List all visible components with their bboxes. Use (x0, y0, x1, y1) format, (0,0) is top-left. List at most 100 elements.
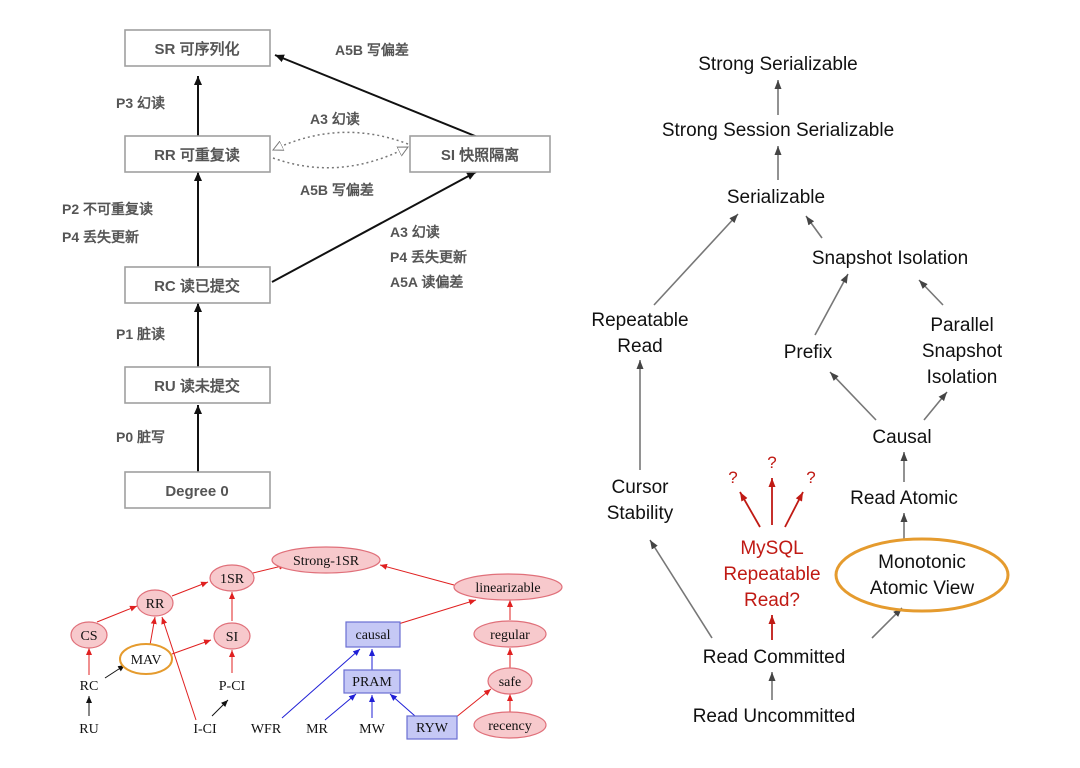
edge-mav-rr (149, 616, 157, 646)
node-rr (136, 589, 174, 617)
edge-label-rc-si-1: A3 幻读 (390, 224, 440, 240)
label-si: SI 快照隔离 (441, 146, 519, 164)
label-pci: P-CI (219, 679, 246, 694)
edge-ryw-pram (389, 693, 416, 717)
node-mysql-rr-line3: Read? (744, 590, 800, 611)
label-ru: RU (79, 722, 98, 737)
box-degree0 (124, 471, 271, 509)
question-mark-2: ? (767, 453, 776, 472)
edge-ryw-safe (454, 688, 492, 719)
box-rr (124, 135, 271, 173)
edge-label-rc-si-2: P4 丢失更新 (390, 249, 467, 265)
arrow-mysql-q3 (784, 491, 804, 528)
edge-mr-pram (324, 693, 357, 721)
node-serializable: Serializable (727, 187, 825, 208)
node-read-atomic: Read Atomic (850, 488, 958, 509)
box-sr (124, 29, 271, 67)
edge-label-si-rr: A3 幻读 (310, 111, 360, 127)
edge-ici-rr (161, 616, 197, 721)
bottom-diagram: Strong-1SR 1SR RR CS SI MAV linearizable… (70, 546, 563, 740)
edge-wfr-causal (281, 648, 361, 719)
label-rr: RR 可重复读 (154, 146, 240, 164)
right-diagram: Strong Serializable Strong Session Seria… (591, 54, 1010, 727)
node-repeatable-read-line1: Repeatable (591, 310, 688, 331)
edge-label-rr-sr: P3 幻读 (116, 95, 165, 111)
arrow-causal-par (923, 391, 948, 421)
left-diagram: SR 可序列化 RR 可重复读 SI 快照隔离 RC 读已提交 RU 读未提交 … (62, 29, 551, 509)
node-ryw (406, 715, 458, 740)
box-si (409, 135, 551, 173)
label-wfr: WFR (251, 722, 282, 737)
edge-si-rr-dotted (273, 131, 409, 150)
node-read-uncommitted: Read Uncommitted (693, 706, 856, 727)
label-safe: safe (499, 675, 522, 690)
label-1sr: 1SR (220, 572, 245, 587)
edge-mav-si (171, 639, 212, 655)
edge-label-rr-si: A5B 写偏差 (300, 182, 374, 198)
edge-rc-si (271, 171, 477, 283)
edge-label-rc-si-3: A5A 读偏差 (390, 274, 463, 290)
node-parallel-si-line3: Isolation (927, 367, 998, 388)
node-parallel-si-line1: Parallel (930, 315, 993, 336)
label-si: SI (226, 630, 239, 645)
node-cursor-stability-line1: Cursor (611, 477, 669, 498)
arrow-mysql-q1 (739, 491, 761, 528)
label-strong-1sr: Strong-1SR (293, 554, 360, 569)
arrow-par-snap (918, 279, 944, 306)
node-repeatable-read-line2: Read (617, 336, 662, 357)
edge-rr-1sr (171, 581, 209, 597)
node-prefix: Prefix (784, 342, 833, 363)
node-mysql-rr-line2: Repeatable (723, 564, 820, 585)
arrow-rcm-mav (871, 607, 903, 639)
label-regular: regular (490, 628, 530, 643)
arrow-causal-prefix (829, 371, 877, 421)
node-causal: Causal (872, 427, 931, 448)
node-mav-line1: Monotonic (878, 552, 966, 573)
node-parallel-si-line2: Snapshot (922, 341, 1003, 362)
question-mark-1: ? (728, 468, 737, 487)
arrow-prefix-snap (814, 273, 849, 336)
edge-lin-strong1sr (379, 563, 455, 586)
edge-si-sr (274, 54, 481, 139)
edge-ici-pci (211, 699, 229, 717)
label-cs: CS (80, 629, 97, 644)
label-rc: RC 读已提交 (154, 277, 240, 295)
node-si (213, 622, 251, 650)
node-snapshot-isolation: Snapshot Isolation (812, 248, 968, 269)
label-rc: RC (80, 679, 99, 694)
edge-label-d0-ru: P0 脏写 (116, 429, 165, 445)
edge-rc-mav (104, 664, 126, 679)
edge-label-si-sr: A5B 写偏差 (335, 42, 409, 58)
ellipse-monotonic-atomic-view (834, 537, 1010, 613)
node-cursor-stability-line2: Stability (607, 503, 674, 524)
node-mav (119, 643, 173, 675)
node-safe (487, 667, 533, 695)
box-rc (124, 266, 271, 304)
node-regular (473, 620, 547, 648)
node-pram (343, 669, 401, 694)
node-causal (345, 621, 401, 648)
node-read-committed: Read Committed (703, 647, 846, 668)
label-mw: MW (359, 722, 385, 737)
node-strong-serializable: Strong Serializable (698, 54, 857, 75)
label-rr: RR (146, 597, 165, 612)
node-mav-line2: Atomic View (870, 578, 974, 599)
label-causal: causal (356, 628, 391, 643)
node-linearizable (453, 573, 563, 601)
edge-causal-lin (394, 599, 477, 626)
arrow-rep-ser (653, 213, 739, 306)
node-cs (70, 621, 108, 649)
node-mysql-rr-line1: MySQL (740, 538, 803, 559)
label-mav: MAV (131, 653, 162, 668)
label-ru: RU 读未提交 (154, 377, 240, 395)
label-pram: PRAM (352, 675, 392, 690)
question-mark-3: ? (806, 468, 815, 487)
edge-label-rc-rr-1: P2 不可重复读 (62, 201, 153, 217)
label-mr: MR (306, 722, 328, 737)
edge-rr-si-dotted (272, 146, 408, 169)
arrow-snap-ser (805, 215, 823, 239)
edge-label-rc-rr-2: P4 丢失更新 (62, 229, 139, 245)
node-strong-session-serializable: Strong Session Serializable (662, 120, 894, 141)
label-sr: SR 可序列化 (154, 40, 239, 58)
